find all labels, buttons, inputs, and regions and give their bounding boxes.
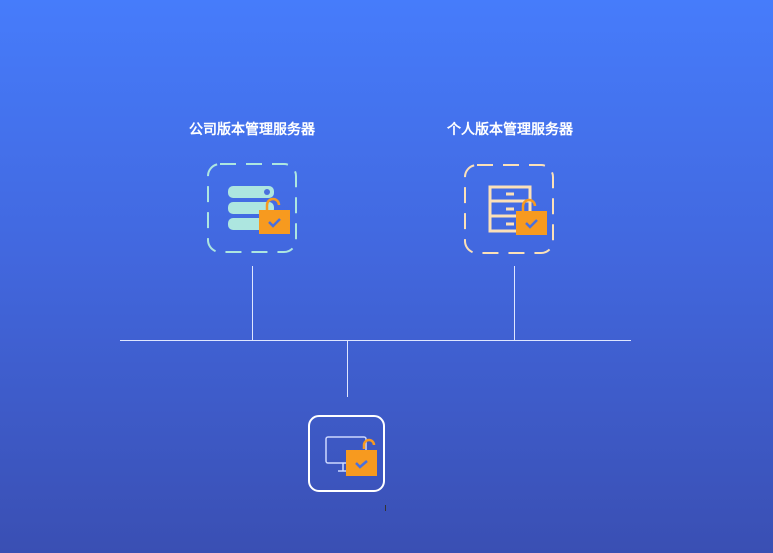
server-stack-icon: [228, 186, 274, 230]
personal-server-node[interactable]: [464, 164, 556, 256]
personal-server-label: 个人版本管理服务器: [447, 122, 573, 138]
lock-icon: [346, 438, 377, 476]
company-server-node[interactable]: [207, 163, 299, 255]
bus-line: [120, 340, 631, 341]
cursor-mark: [385, 505, 386, 511]
lock-icon: [516, 198, 547, 235]
lock-icon: [259, 197, 290, 234]
company-connector: [252, 266, 253, 340]
company-server-label: 公司版本管理服务器: [189, 122, 315, 138]
client-node[interactable]: [308, 415, 386, 493]
client-connector: [347, 340, 348, 397]
personal-connector: [514, 266, 515, 340]
